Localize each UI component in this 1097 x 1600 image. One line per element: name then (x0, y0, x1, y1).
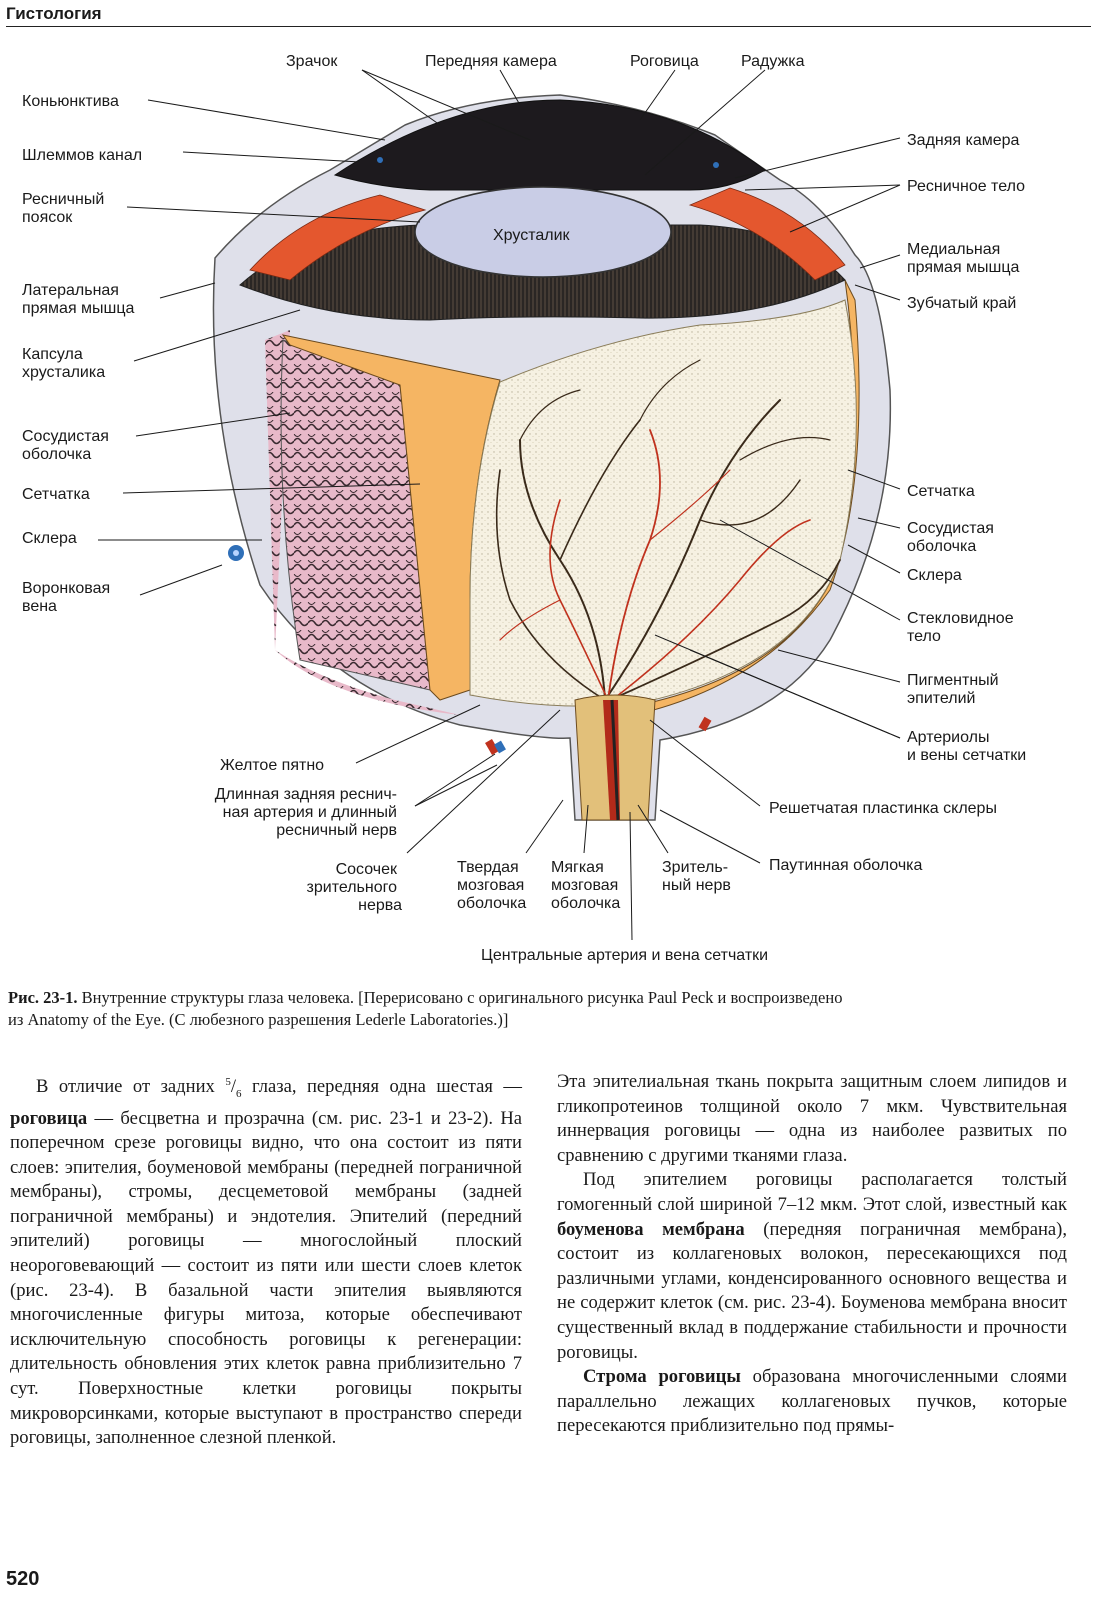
label-medial-rectus-1: Медиальная (907, 241, 1000, 258)
text-run: — бесцветна и прозрачна (см. рис. 23-1 и… (10, 1107, 522, 1449)
figure-caption: Рис. 23-1. Внутренние структуры глаза че… (8, 987, 1088, 1031)
term-cornea: роговица (10, 1107, 88, 1129)
label-lateral-rectus-1: Латеральная (22, 282, 119, 299)
label-optic-nerve-2: ный нерв (662, 877, 731, 894)
term-stroma: Строма роговицы (583, 1366, 741, 1388)
label-optic-disc-3: нерва (358, 897, 402, 914)
label-pia-1: Мягкая (551, 859, 604, 876)
leader-lines (98, 69, 901, 941)
label-vitreous-2: тело (907, 628, 941, 645)
label-retinal-vessels-1: Артериолы (907, 729, 989, 746)
iris (333, 99, 766, 191)
text-run: глаза, передняя одна шестая — (241, 1076, 522, 1098)
ciliary-muscle (249, 187, 846, 281)
fraction-numerator: 5 (225, 1076, 231, 1088)
optic-nerve (574, 694, 656, 821)
label-dura-2: мозговая (457, 877, 524, 894)
label-vortex-vein-2: вена (22, 598, 57, 615)
label-ciliary-artery-3: ресничный нерв (276, 822, 397, 839)
page-number: 520 (6, 1568, 40, 1590)
label-ciliary-artery-1: Длинная задняя реснич- (215, 786, 397, 803)
label-vortex-vein-1: Воронковая (22, 580, 110, 597)
label-optic-nerve-1: Зритель- (662, 859, 728, 876)
label-lamina-cribrosa: Решетчатая пластинка склеры (769, 800, 997, 817)
running-header: Гистология (6, 4, 102, 23)
label-sclera-right: Склера (907, 567, 962, 584)
text-run: В отличие от задних (36, 1076, 226, 1098)
label-anterior-chamber: Передняя камера (425, 53, 557, 70)
label-optic-disc-1: Сосочек (336, 861, 398, 878)
caption-text-2: из Anatomy of the Eye. (С любезного разр… (8, 1010, 509, 1029)
term-bowman: боуменова мембрана (557, 1218, 745, 1240)
label-ciliary-artery-2: ная артерия и длинный (223, 804, 397, 821)
text-run: образована многочисленными слоями паралл… (557, 1366, 1067, 1437)
label-ciliary-body: Ресничное тело (907, 178, 1025, 195)
header-rule (6, 26, 1091, 27)
label-medial-rectus-2: прямая мышца (907, 259, 1020, 276)
text-run: (передняя пограничная мембрана), состоит… (557, 1218, 1068, 1363)
choroid (265, 330, 460, 715)
label-vitreous-1: Стекловидное (907, 610, 1014, 627)
label-retina-right: Сетчатка (907, 483, 975, 500)
label-lateral-rectus-2: прямая мышца (22, 300, 135, 317)
label-choroid-left-1: Сосудистая (22, 428, 109, 445)
label-posterior-chamber: Задняя камера (907, 132, 1020, 149)
label-schlemm-canal: Шлеммов канал (22, 147, 142, 164)
label-pupil: Зрачок (286, 53, 338, 70)
label-cornea: Роговица (630, 53, 699, 70)
right-column: Эта эпителиальная ткань покрыта защитным… (557, 1070, 1067, 1439)
label-choroid-right-1: Сосудистая (907, 520, 994, 537)
label-choroid-left-2: оболочка (22, 446, 91, 463)
label-optic-disc-2: зрительного (307, 879, 398, 896)
lens (414, 186, 672, 278)
label-pia-2: мозговая (551, 877, 618, 894)
label-pigment-epithelium-1: Пигментный (907, 672, 999, 689)
label-sclera-left: Склера (22, 530, 77, 547)
label-ciliary-zonule-2: поясок (22, 209, 73, 226)
label-retinal-vessels-2: и вены сетчатки (907, 747, 1026, 764)
label-ciliary-zonule-1: Ресничный (22, 191, 104, 208)
label-arachnoid: Паутинная оболочка (769, 857, 923, 874)
paragraph: Под эпителием роговицы располагается тол… (557, 1168, 1067, 1365)
label-lens-capsule-1: Капсула (22, 346, 83, 363)
label-pia-3: оболочка (551, 895, 620, 912)
diagram-labels: Зрачок Передняя камера Роговица Радужка … (22, 53, 1026, 964)
caption-text-1: Внутренние структуры глаза человека. [Пе… (77, 988, 843, 1007)
label-ora-serrata: Зубчатый край (907, 295, 1016, 312)
label-dura-3: оболочка (457, 895, 526, 912)
label-dura-1: Твердая (457, 859, 519, 876)
label-pigment-epithelium-2: эпителий (907, 690, 976, 707)
paragraph: Строма роговицы образована многочисленны… (557, 1365, 1067, 1439)
fraction-denominator: 6 (236, 1087, 242, 1100)
paragraph: В отличие от задних 5/6 глаза, передняя … (10, 1076, 522, 1449)
label-retina-left: Сетчатка (22, 486, 90, 503)
retinal-vessels (495, 359, 841, 701)
vessel-marks (228, 157, 719, 756)
label-choroid-right-2: оболочка (907, 538, 976, 555)
label-central-vessels: Центральные артерия и вена сетчатки (481, 947, 768, 964)
paragraph: Эта эпителиальная ткань покрыта защитным… (557, 1071, 1067, 1166)
label-lens-capsule-2: хрусталика (22, 364, 105, 381)
label-lens: Хрусталик (493, 227, 571, 244)
caption-number: Рис. 23-1. (8, 988, 78, 1007)
label-conjunctiva: Коньюнктива (22, 93, 119, 110)
text-run: Под эпителием роговицы располагается тол… (557, 1169, 1067, 1215)
left-column: В отличие от задних 5/6 глаза, передняя … (10, 1070, 522, 1451)
eye-diagram: Зрачок Передняя камера Роговица Радужка … (22, 53, 1026, 964)
label-iris: Радужка (741, 53, 805, 70)
label-macula: Желтое пятно (220, 757, 324, 774)
